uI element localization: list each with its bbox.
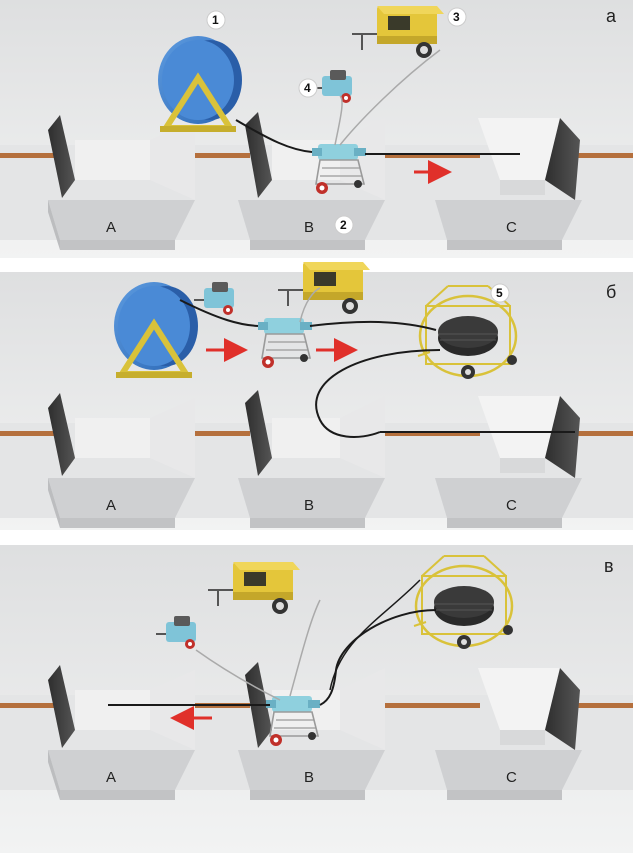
panel-letter-a: а bbox=[606, 6, 617, 26]
panel-b: A B C 5 б bbox=[0, 262, 633, 530]
pit-label-a: A bbox=[106, 219, 116, 236]
pit-label-c: C bbox=[506, 497, 517, 514]
pit-label-a: A bbox=[106, 497, 116, 514]
callout-1: 1 bbox=[212, 13, 219, 27]
panel-c: A B C в bbox=[0, 545, 633, 853]
pit-label-a: A bbox=[106, 769, 116, 786]
pit-label-b: B bbox=[304, 769, 314, 786]
panel-letter-c: в bbox=[604, 556, 614, 576]
pit-label-c: C bbox=[506, 769, 517, 786]
callout-3: 3 bbox=[453, 10, 460, 24]
callout-5: 5 bbox=[496, 286, 503, 300]
pit-label-c: C bbox=[506, 219, 517, 236]
callout-2: 2 bbox=[340, 218, 347, 232]
panel-a: A B C 1 2 3 4 а bbox=[0, 0, 633, 258]
pit-label-b: B bbox=[304, 219, 314, 236]
panel-letter-b: б bbox=[606, 282, 616, 302]
callout-4: 4 bbox=[304, 81, 311, 95]
pit-label-b: B bbox=[304, 497, 314, 514]
